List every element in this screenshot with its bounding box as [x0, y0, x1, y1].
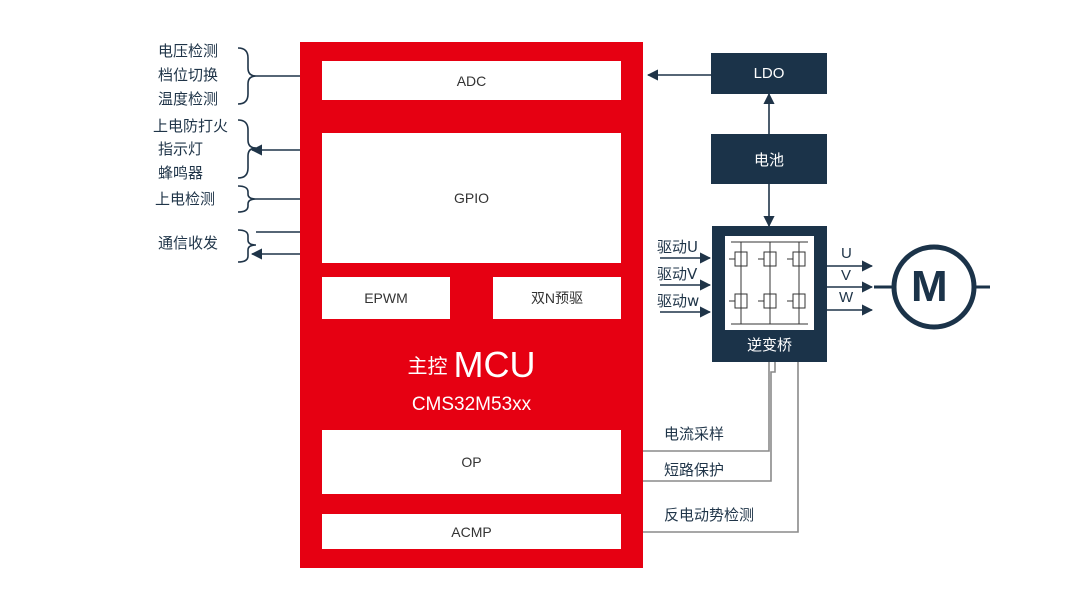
line-bemf: [624, 362, 799, 538]
label-current-sampling: 电流采样: [664, 425, 725, 443]
brace-group4: [237, 229, 257, 263]
brace-group2: [237, 119, 257, 179]
label-buzzer: 蜂鸣器: [158, 164, 204, 182]
motor-label: M: [911, 262, 948, 311]
label-power-detect: 上电检测: [155, 190, 216, 208]
op-block: OP: [322, 430, 621, 494]
label-drive-v: 驱动V: [657, 265, 698, 283]
acmp-block: ACMP: [322, 514, 621, 549]
brace-group1: [237, 47, 257, 105]
predriver-block: 双N预驱: [493, 277, 621, 319]
label-phase-w: W: [839, 289, 854, 306]
label-drive-w: 驱动w: [657, 292, 700, 310]
label-comm: 通信收发: [158, 234, 219, 252]
gpio-block: GPIO: [322, 133, 621, 263]
mcu-title-main: MCU: [453, 344, 536, 385]
line-short-protect: [624, 362, 776, 487]
label-bemf-detect: 反电动势检测: [664, 506, 755, 524]
ldo-block: LDO: [711, 53, 827, 94]
label-indicator: 指示灯: [158, 140, 204, 158]
mosfet-bridge-icon: [725, 236, 814, 330]
label-phase-v: V: [841, 267, 852, 284]
adc-block: ADC: [322, 61, 621, 100]
label-gear-switch: 档位切换: [158, 66, 219, 84]
line-current-sampling: [624, 362, 770, 457]
brace-group3: [237, 185, 257, 213]
mcu-title-prefix: 主控: [407, 354, 448, 378]
label-voltage-detect: 电压检测: [158, 42, 219, 60]
label-drive-u: 驱动U: [657, 238, 698, 256]
label-spark-protect: 上电防打火: [153, 117, 229, 135]
label-temp-detect: 温度检测: [158, 90, 219, 108]
mcu-model: CMS32M53xx: [411, 394, 532, 415]
label-phase-u: U: [841, 245, 852, 262]
epwm-block: EPWM: [322, 277, 450, 319]
label-short-protect: 短路保护: [664, 461, 725, 479]
inverter-label: 逆变桥: [746, 337, 792, 354]
battery-block: 电池: [711, 134, 827, 184]
